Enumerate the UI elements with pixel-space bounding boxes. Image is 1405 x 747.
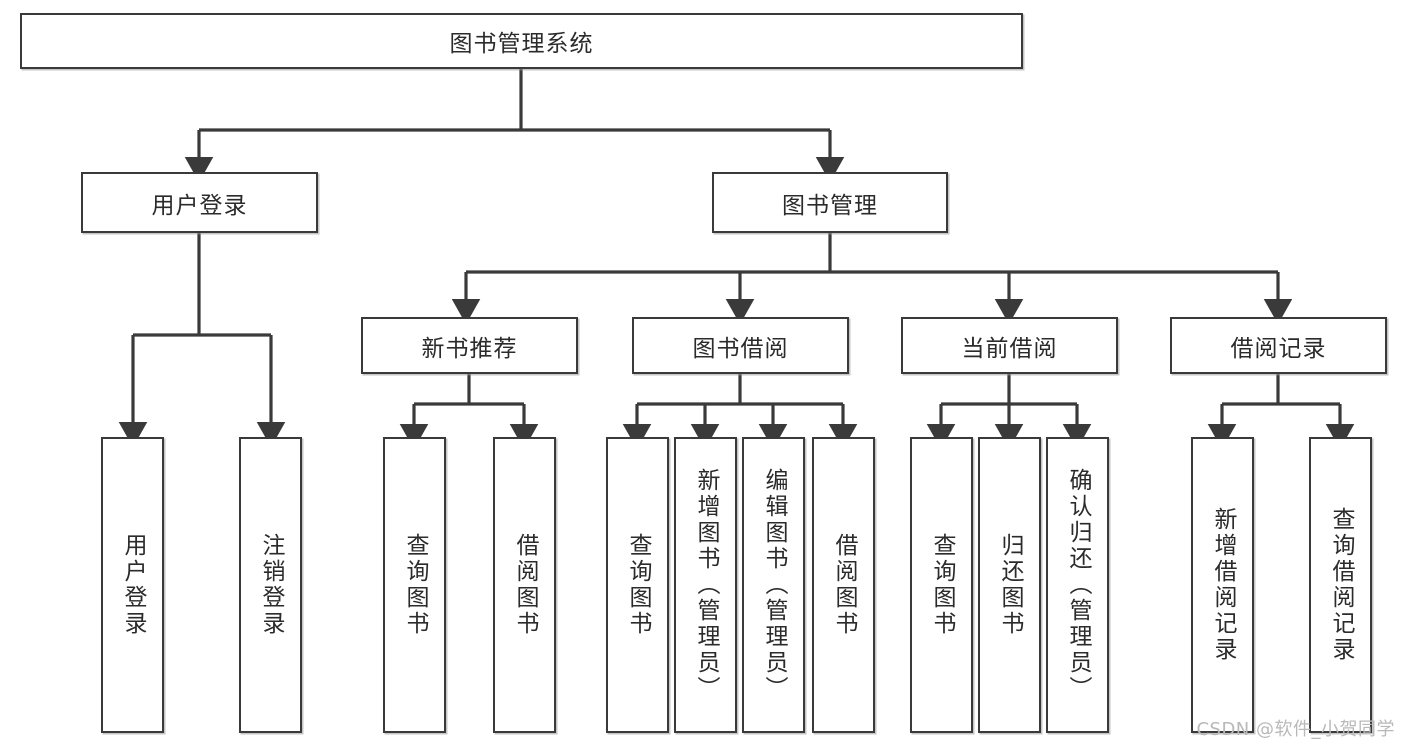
node-label: 新增借阅记录 (1210, 507, 1236, 663)
node-label: 编辑图书（管理员） (761, 468, 787, 702)
leaf-borrow-borrow-book[interactable]: 借阅图书 (812, 437, 875, 733)
node-borrow-record[interactable]: 借阅记录 (1170, 317, 1387, 374)
leaf-current-query-book[interactable]: 查询图书 (910, 437, 973, 733)
node-current-borrow[interactable]: 当前借阅 (901, 317, 1118, 374)
leaf-user-login[interactable]: 用户登录 (101, 437, 164, 733)
leaf-current-return-book[interactable]: 归还图书 (978, 437, 1041, 733)
leaf-borrow-edit-book[interactable]: 编辑图书（管理员） (742, 437, 805, 733)
leaf-borrow-query-book[interactable]: 查询图书 (606, 437, 669, 733)
node-label: 借阅记录 (1230, 335, 1327, 362)
node-label: 图书管理 (782, 192, 878, 219)
node-new-book-recommend[interactable]: 新书推荐 (361, 317, 578, 374)
leaf-recommend-query-book[interactable]: 查询图书 (383, 437, 446, 733)
leaf-current-confirm-return[interactable]: 确认归还（管理员） (1046, 437, 1109, 733)
node-label: 图书借阅 (692, 335, 789, 362)
leaf-logout[interactable]: 注销登录 (239, 437, 302, 733)
leaf-record-add[interactable]: 新增借阅记录 (1191, 437, 1254, 733)
node-label: 图书管理系统 (449, 31, 594, 57)
node-book-borrow[interactable]: 图书借阅 (632, 317, 849, 374)
leaf-borrow-add-book[interactable]: 新增图书（管理员） (674, 437, 737, 733)
node-label: 确认归还（管理员） (1065, 468, 1091, 702)
csdn-watermark: CSDN @软件_小贺同学 (1196, 719, 1395, 740)
node-label: 借阅图书 (512, 533, 538, 637)
node-label: 新书推荐 (421, 335, 518, 362)
leaf-record-query[interactable]: 查询借阅记录 (1309, 437, 1372, 733)
node-label: 新增图书（管理员） (693, 468, 719, 702)
node-user-login[interactable]: 用户登录 (81, 172, 318, 233)
leaf-recommend-borrow-book[interactable]: 借阅图书 (493, 437, 556, 733)
node-label: 借阅图书 (831, 533, 857, 637)
node-book-management[interactable]: 图书管理 (712, 172, 948, 233)
node-label: 当前借阅 (961, 335, 1058, 362)
node-label: 用户登录 (120, 533, 146, 637)
node-label: 查询借阅记录 (1328, 507, 1354, 663)
node-label: 查询图书 (402, 533, 428, 637)
node-label: 查询图书 (929, 533, 955, 637)
node-label: 归还图书 (997, 533, 1023, 637)
node-root-system[interactable]: 图书管理系统 (20, 13, 1023, 69)
node-label: 查询图书 (625, 533, 651, 637)
node-label: 用户登录 (151, 192, 248, 219)
node-label: 注销登录 (258, 533, 284, 637)
